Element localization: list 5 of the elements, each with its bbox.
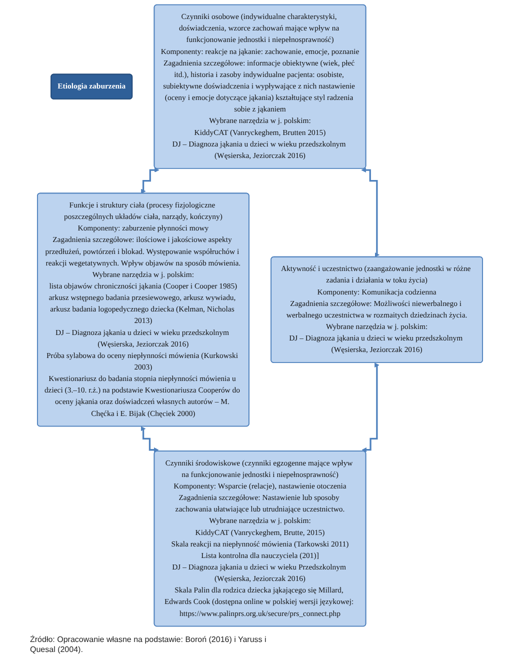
arrow <box>362 362 380 452</box>
arrow <box>141 168 160 194</box>
caption: Źródło: Opracowanie własne na podstawie: Boroń (2016) i Yaruss i Quesal (2004). <box>30 635 268 655</box>
arrow <box>140 426 159 452</box>
arrow <box>361 168 380 258</box>
